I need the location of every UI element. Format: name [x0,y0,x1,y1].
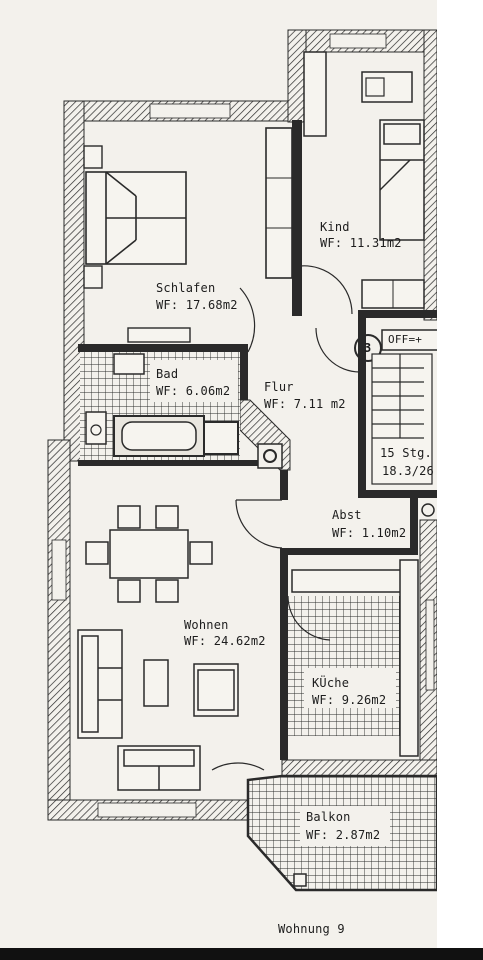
wardrobe [265,127,293,279]
room-area-schlafen: WF: 17.68m2 [156,298,238,312]
room-name-bad: Bad [156,367,179,381]
loveseat [117,745,201,791]
page-margin [437,0,483,948]
kitchen-tiles [288,596,400,736]
apartment-label: Wohnung 9 [278,922,345,936]
room-name-abst: Abst [332,508,362,522]
room-name-kueche: KÜche [312,676,350,690]
balcony-post [293,873,307,887]
room-name-balkon: Balkon [306,810,351,824]
double-bed [85,171,187,265]
room-area-balkon: WF: 2.87m2 [306,828,381,842]
kids-wardrobe [303,51,327,137]
room-area-kueche: WF: 9.26m2 [312,693,387,707]
toilet [85,411,107,445]
kids-desk [361,71,413,103]
room-name-flur: Flur [264,380,294,394]
room-area-kind: WF: 11.31m2 [320,236,402,250]
staircase [371,353,433,485]
bathtub [113,415,205,457]
room-area-abst: WF: 1.10m2 [332,526,407,540]
room-area-flur: WF: 7.11 m2 [264,397,346,411]
stairs-steps: 15 Stg. [380,446,432,460]
kids-chair [365,77,385,97]
room-area-bad: WF: 6.06m2 [156,384,231,398]
stairs-ratio: 18.3/26 [382,464,434,478]
single-bed [379,119,425,241]
nightstand-bottom [83,265,103,289]
shaft [257,443,283,469]
switch-label: OFF=+ [388,333,423,346]
windows [51,33,435,818]
bottom-edge [0,948,483,960]
interior-walls [78,120,437,760]
room-name-wohnen: Wohnen [184,618,229,632]
room-name-schlafen: Schlafen [156,281,216,295]
bath-sink [113,353,145,375]
marker-circle [354,334,382,362]
door-swings [211,265,361,771]
coffee-table [143,659,169,707]
kitchen-counter-right [399,559,419,757]
washbasin [203,421,239,455]
marker-number: 3 [364,341,372,355]
sofa [77,629,123,739]
nightstand-top [83,145,103,169]
room-name-kind: Kind [320,220,350,234]
kitchen-counter [291,569,403,593]
dining-set [85,505,213,603]
room-area-wohnen: WF: 24.62m2 [184,634,266,648]
armchair [193,663,239,717]
dresser [127,327,191,343]
abst-fixture [421,503,435,517]
